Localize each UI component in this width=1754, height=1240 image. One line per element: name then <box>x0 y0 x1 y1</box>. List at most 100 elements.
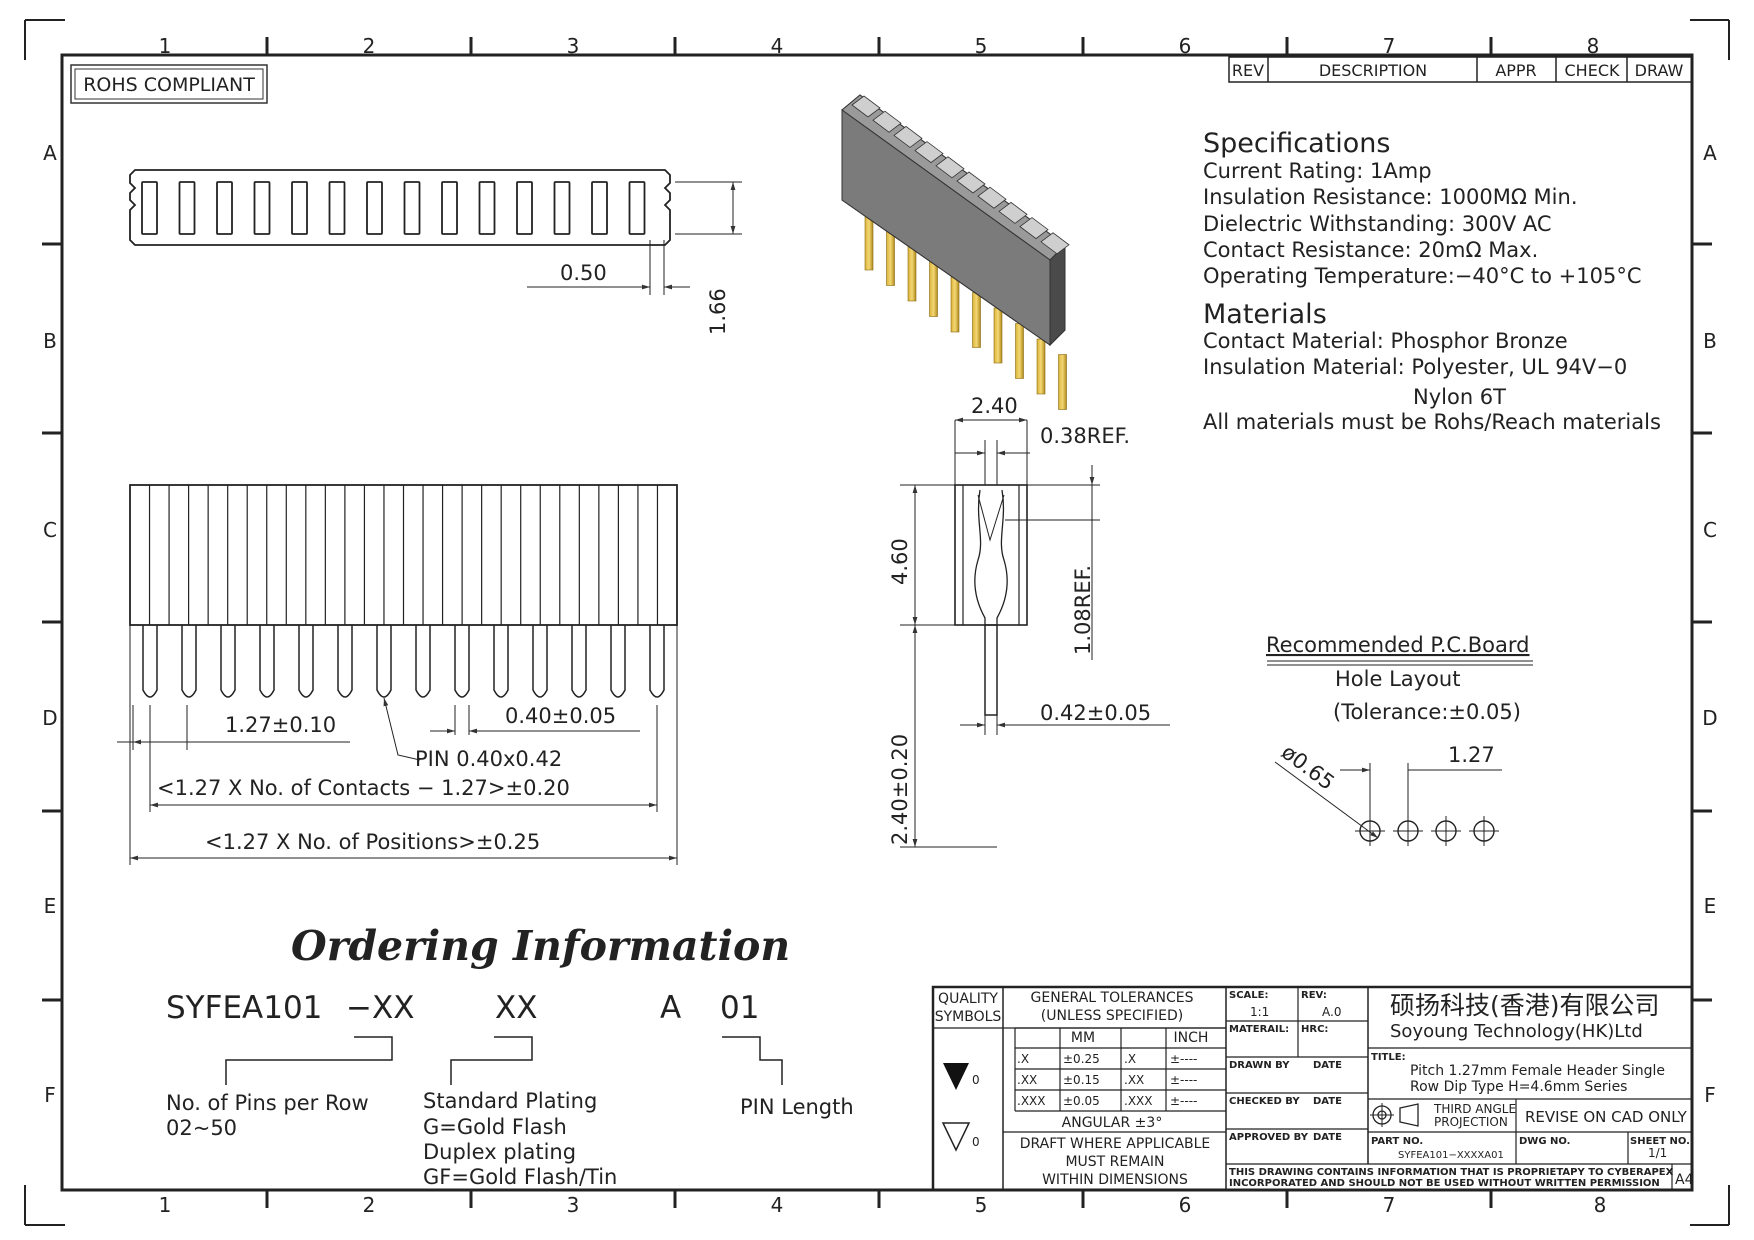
rev-header: REV <box>1232 61 1264 80</box>
tol-digits-in: .XXX <box>1124 1094 1152 1108</box>
side-view-pin <box>649 625 665 698</box>
material-label: MATERAIL: <box>1229 1024 1289 1035</box>
row-label: F <box>1704 1083 1716 1107</box>
top-view <box>129 169 742 295</box>
pin-length-label: PIN Length <box>740 1095 854 1119</box>
material-line: Nylon 6T <box>1413 385 1506 409</box>
scale-value: 1:1 <box>1250 1005 1269 1019</box>
revise-note: REVISE ON CAD ONLY <box>1525 1108 1688 1126</box>
approved-by: APPROVED BY <box>1229 1132 1309 1143</box>
ordering-title: Ordering Information <box>291 922 790 970</box>
dim-pitch: 1.27±0.10 <box>225 713 336 737</box>
description-header: DESCRIPTION <box>1319 61 1427 80</box>
top-view-outline <box>129 169 671 246</box>
col-label: 5 <box>975 34 988 58</box>
pcb-subtitle: Hole Layout <box>1335 667 1460 691</box>
title-block-text: QUALITY SYMBOLS GENERAL TOLERANCES (UNLE… <box>935 990 1694 1189</box>
title-block <box>931 985 1694 1192</box>
draft-note: WITHIN DIMENSIONS <box>1042 1172 1188 1188</box>
tol-mm: ±0.25 <box>1063 1052 1100 1066</box>
contact-opening <box>872 110 902 133</box>
side-view-ribs <box>148 485 659 625</box>
row-labels-right: A B C D E F <box>1702 141 1717 1107</box>
inch-header: INCH <box>1174 1030 1209 1046</box>
gold-pin <box>1036 338 1046 395</box>
code-plating: XX <box>495 990 537 1026</box>
gold-pin <box>886 230 895 286</box>
tol-in: ±---- <box>1170 1052 1197 1066</box>
quality-label: QUALITY <box>938 991 998 1007</box>
dwg-no-label: DWG NO. <box>1519 1136 1570 1147</box>
top-view-slot <box>441 181 458 235</box>
contact-opening <box>914 141 944 164</box>
pcb-holes <box>1355 816 1499 846</box>
spec-line: Contact Resistance: 20mΩ Max. <box>1203 238 1538 262</box>
contact-opening <box>935 156 965 179</box>
contact-opening <box>977 186 1007 209</box>
row-label: B <box>1703 329 1717 353</box>
proprietary-note: INCORPORATED AND SHOULD NOT BE USED WITH… <box>1229 1178 1660 1189</box>
part-no: SYFEA101−XXXXA01 <box>1398 1150 1504 1161</box>
sheet-frame <box>24 19 1730 1226</box>
date-label: DATE <box>1313 1132 1342 1143</box>
row-label: C <box>1703 518 1717 542</box>
side-view-pin <box>337 625 353 698</box>
spec-line: Insulation Resistance: 1000MΩ Min. <box>1203 185 1578 209</box>
contact-opening <box>998 201 1028 224</box>
general-tolerances: (UNLESS SPECIFIED) <box>1041 1008 1183 1024</box>
material-line: Contact Material: Phosphor Bronze <box>1203 329 1568 353</box>
gold-pin <box>1015 323 1024 379</box>
materials-heading: Materials <box>1203 299 1327 330</box>
gold-pin <box>950 276 960 333</box>
top-view-slot <box>253 181 271 235</box>
top-view-slot <box>628 181 646 235</box>
checked-by: CHECKED BY <box>1229 1096 1300 1107</box>
side-view-pin <box>181 625 197 698</box>
side-view-pin <box>610 625 626 698</box>
pin-size-label: PIN 0.40x0.42 <box>415 747 562 771</box>
section-view <box>900 417 1170 848</box>
pcb-title: Recommended P.C.Board <box>1266 633 1529 657</box>
quality-label: SYMBOLS <box>935 1009 1002 1025</box>
scale-label: SCALE: <box>1229 990 1268 1001</box>
tol-digits: .XX <box>1017 1073 1037 1087</box>
col-label: 7 <box>1383 34 1396 58</box>
side-view-pin <box>220 625 236 698</box>
side-view-pin <box>376 625 392 698</box>
row-label: A <box>1703 141 1717 165</box>
top-view-slots <box>141 181 646 235</box>
side-view-pin <box>571 625 587 698</box>
sheet-no-label: SHEET NO. <box>1630 1136 1690 1147</box>
gold-pin <box>929 261 938 317</box>
gold-pin <box>907 245 917 302</box>
col-label: 4 <box>771 34 784 58</box>
col-label: 2 <box>363 34 376 58</box>
side-view-pin <box>532 625 548 698</box>
tol-digits: .XXX <box>1017 1094 1045 1108</box>
rev-label: REV: <box>1301 990 1327 1001</box>
top-view-slot <box>553 181 571 235</box>
side-view <box>117 484 678 865</box>
side-view-pin <box>454 625 470 698</box>
col-label: 3 <box>567 34 580 58</box>
tol-digits-in: .XX <box>1124 1073 1144 1087</box>
row-label: E <box>1704 894 1717 918</box>
dim-pin-thickness: 0.40±0.05 <box>505 704 616 728</box>
side-view-pin <box>298 625 314 698</box>
row-label: E <box>44 894 57 918</box>
date-label: DATE <box>1313 1096 1342 1107</box>
specifications: Specifications Current Rating: 1Amp Insu… <box>1203 128 1661 434</box>
top-view-slot <box>178 181 196 235</box>
row-labels-left: A B C D E F <box>42 141 57 1107</box>
pcb-layout: Recommended P.C.Board Hole Layout (Toler… <box>1266 633 1533 846</box>
company-name-en: Soyoung Technology(HK)Ltd <box>1390 1021 1643 1042</box>
row-label: F <box>44 1083 56 1107</box>
dim-positions-length: <1.27 X No. of Positions>±0.25 <box>205 830 540 854</box>
drawing-title: Row Dip Type H=4.6mm Series <box>1410 1079 1627 1095</box>
gold-pin <box>1058 354 1067 410</box>
revision-block: REV DESCRIPTION APPR CHECK DRAW <box>1228 56 1693 83</box>
gold-pin <box>972 292 981 348</box>
plating-option: Duplex plating <box>423 1140 576 1164</box>
code-length: 01 <box>720 990 759 1026</box>
